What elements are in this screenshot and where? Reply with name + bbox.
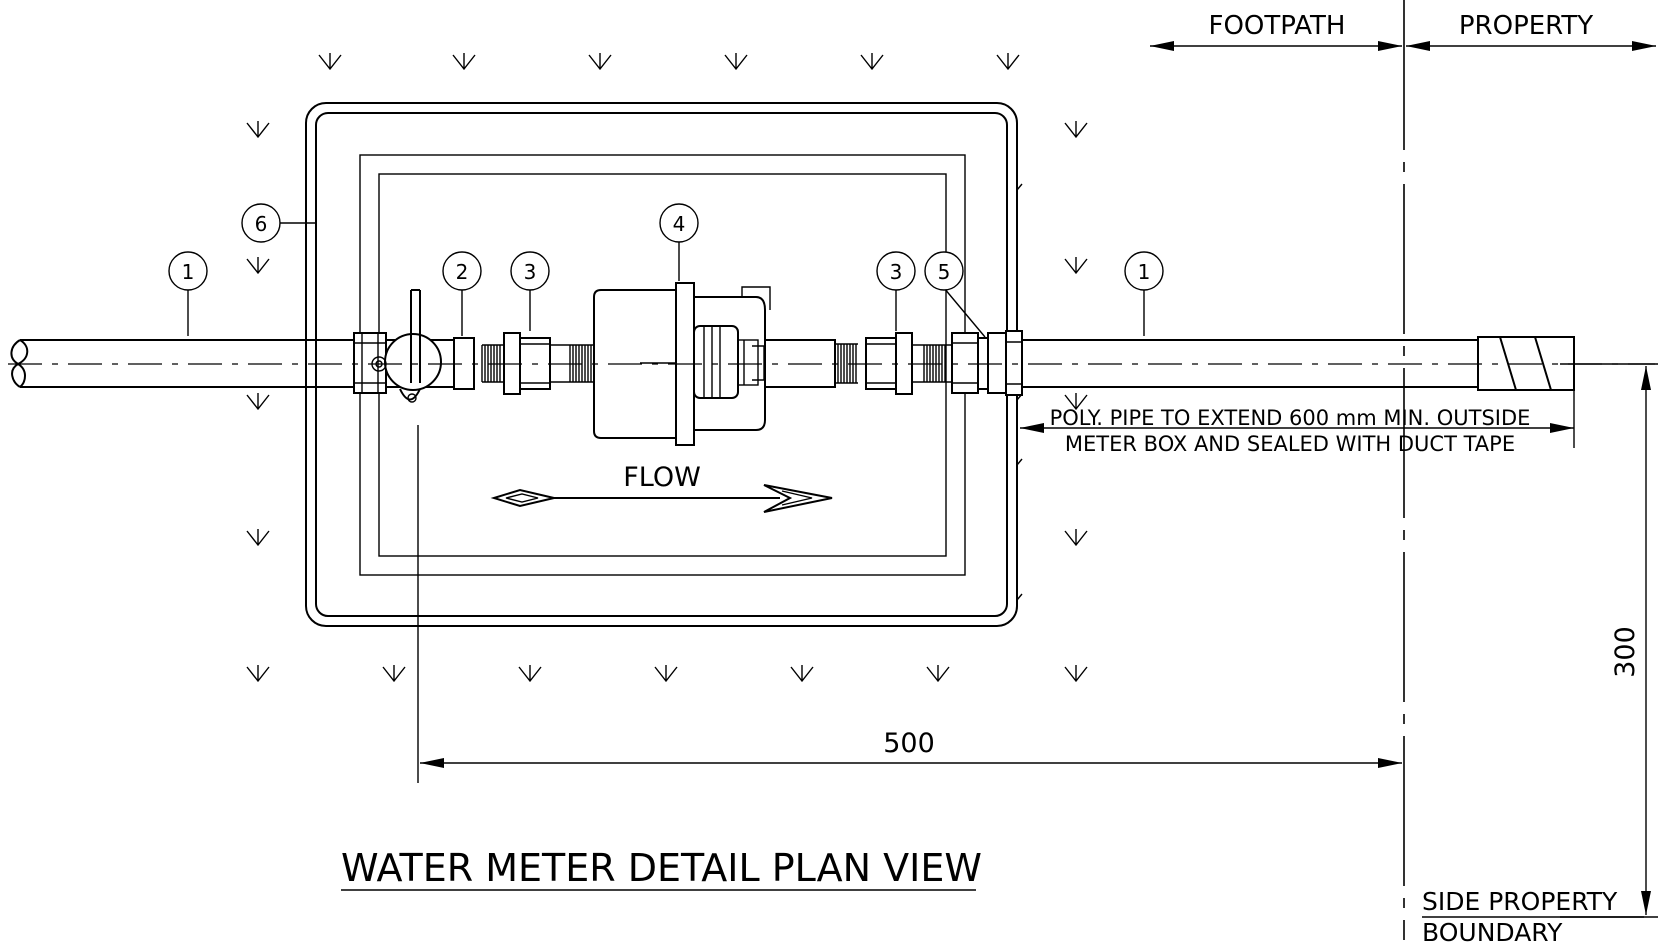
callout-3-left-label: 3	[524, 260, 537, 284]
callout-2	[442, 251, 482, 291]
dimension-300-label: 300	[1610, 626, 1641, 678]
drawing-title: WATER METER DETAIL PLAN VIEW	[341, 846, 982, 890]
callout-5	[924, 251, 964, 291]
side-boundary-label: SIDE PROPERTY BOUNDARY	[1422, 887, 1644, 947]
callout-1-right	[1124, 251, 1164, 291]
note-line-2: METER BOX AND SEALED WITH DUCT TAPE	[1065, 432, 1515, 456]
zone-markers: FOOTPATH PROPERTY	[1150, 0, 1656, 940]
callout-5-label: 5	[938, 260, 951, 284]
poly-pipe-note: POLY. PIPE TO EXTEND 600 mm MIN. OUTSIDE…	[1020, 390, 1575, 456]
callout-1-left	[168, 251, 208, 291]
footpath-label: FOOTPATH	[1209, 11, 1346, 41]
flow-arrow	[490, 484, 833, 513]
inlet-pipe	[10, 339, 354, 388]
property-label: PROPERTY	[1459, 11, 1593, 41]
coupling-left	[481, 332, 594, 395]
callout-6-label: 6	[255, 212, 268, 236]
callout-1-left-label: 1	[182, 260, 195, 284]
dimension-300: 300	[1560, 363, 1658, 918]
stop-valve	[353, 289, 475, 403]
note-line-1: POLY. PIPE TO EXTEND 600 mm MIN. OUTSIDE	[1050, 406, 1531, 430]
callout-3-left	[510, 251, 550, 291]
callout-1-right-label: 1	[1138, 260, 1151, 284]
callout-3-right	[876, 251, 916, 291]
flow-label: FLOW	[623, 462, 701, 493]
callout-6	[241, 203, 281, 243]
dimension-500: 500	[417, 425, 1402, 783]
dimension-500-label: 500	[883, 728, 935, 759]
callout-4-label: 4	[673, 212, 686, 236]
callout-2-label: 2	[456, 260, 469, 284]
callouts: 1 1 2 3 3 4 5 6	[168, 203, 1164, 338]
adaptor-fitting	[951, 330, 1023, 396]
boundary-line-1: SIDE PROPERTY	[1422, 887, 1618, 916]
boundary-line-2: BOUNDARY	[1422, 918, 1563, 947]
callout-4	[659, 203, 699, 243]
callout-3-right-label: 3	[890, 260, 903, 284]
